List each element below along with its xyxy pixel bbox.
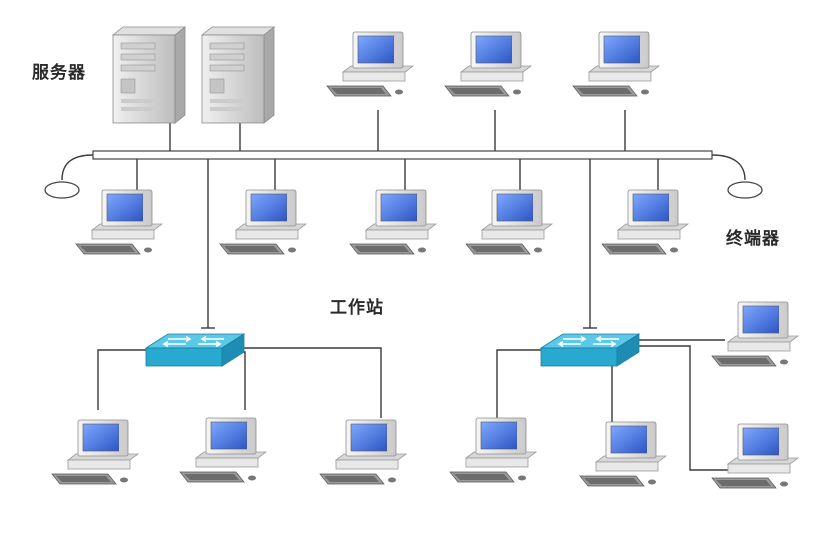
desktop-computer-icon bbox=[219, 189, 307, 255]
desktop-computer-icon bbox=[711, 423, 799, 489]
desktop-computer-icon bbox=[179, 417, 267, 483]
desktop-computer-icon bbox=[579, 421, 667, 487]
terminator-label: 终端器 bbox=[726, 229, 780, 249]
desktop-computer-icon bbox=[326, 31, 414, 97]
network-switch-icon bbox=[145, 333, 245, 367]
terminator-left-icon bbox=[44, 181, 80, 199]
desktop-computer-icon bbox=[465, 189, 553, 255]
server-tower-icon bbox=[112, 26, 186, 124]
server-label: 服务器 bbox=[32, 63, 86, 83]
terminator-right-icon bbox=[727, 181, 763, 199]
desktop-computer-icon bbox=[601, 189, 689, 255]
workstation-label: 工作站 bbox=[330, 298, 384, 318]
server-tower-icon bbox=[201, 26, 275, 124]
desktop-computer-icon bbox=[444, 31, 532, 97]
network-switch-icon bbox=[540, 333, 640, 367]
desktop-computer-icon bbox=[319, 419, 407, 485]
desktop-computer-icon bbox=[711, 301, 799, 367]
bus-cable bbox=[92, 150, 713, 160]
desktop-computer-icon bbox=[75, 189, 163, 255]
desktop-computer-icon bbox=[349, 189, 437, 255]
desktop-computer-icon bbox=[572, 31, 660, 97]
desktop-computer-icon bbox=[51, 419, 139, 485]
desktop-computer-icon bbox=[449, 417, 537, 483]
